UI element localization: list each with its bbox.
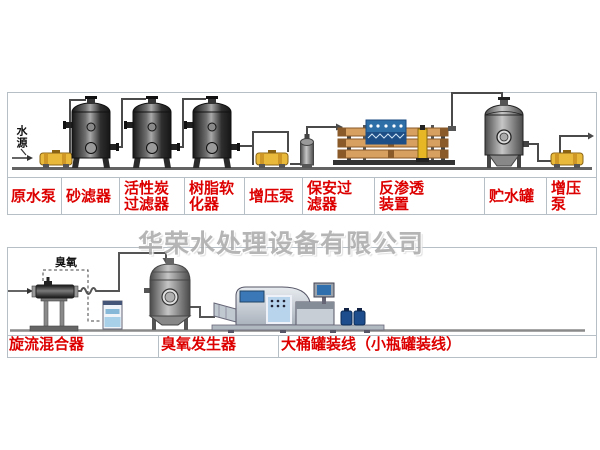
bottom-label-table: 旋流混合器 臭氧发生器 大桶罐装线（小瓶罐装线） bbox=[7, 335, 597, 358]
inlet-arrow-bottom bbox=[8, 288, 33, 294]
ozone-dashed-line bbox=[42, 269, 102, 322]
ozone-label: 臭氧 bbox=[55, 257, 77, 269]
label-cell-cyclone-mixer: 旋流混合器 bbox=[7, 336, 159, 358]
label-cell-security-filter: 保安过 滤器 bbox=[303, 178, 375, 215]
label-activated-carbon-filter: 活性炭 过滤器 bbox=[124, 179, 170, 213]
raw-water-pump bbox=[39, 149, 73, 169]
ro-dosing-column bbox=[416, 125, 429, 162]
ro-unit bbox=[333, 119, 456, 165]
booster-pump-2 bbox=[550, 149, 584, 169]
label-cell-sand-filter: 砂滤器 bbox=[62, 178, 120, 215]
company-watermark: 华荣水处理设备有限公司 bbox=[138, 230, 425, 258]
label-cell-filling-line: 大桶罐装线（小瓶罐装线） bbox=[279, 336, 597, 358]
ozone-generator-tank bbox=[144, 258, 192, 330]
water-storage-tank bbox=[484, 97, 529, 168]
top-label-table: 原水泵 砂滤器 活性炭 过滤器 树脂软 化器 增压泵 保安过 滤器 反渗透 装置… bbox=[7, 177, 597, 215]
label-cyclone-mixer: 旋流混合器 bbox=[9, 336, 85, 353]
booster-pump-1 bbox=[255, 149, 289, 169]
label-cell-booster-pump-1: 增压泵 bbox=[245, 178, 303, 215]
label-water-storage-tank: 贮水罐 bbox=[489, 187, 535, 205]
label-ozone-generator: 臭氧发生器 bbox=[161, 336, 237, 353]
resin-softener-tank bbox=[183, 95, 241, 169]
label-cell-booster-pump-2: 增压 泵 bbox=[547, 178, 597, 215]
label-cell-ro-unit: 反渗透 装置 bbox=[375, 178, 485, 215]
label-cell-raw-water-pump: 原水泵 bbox=[7, 178, 62, 215]
label-booster-pump-1: 增压泵 bbox=[249, 187, 295, 205]
label-raw-water-pump: 原水泵 bbox=[11, 187, 57, 205]
label-cell-water-storage-tank: 贮水罐 bbox=[485, 178, 547, 215]
ozone-dosing-device bbox=[102, 300, 123, 330]
machine-door bbox=[266, 295, 292, 324]
filling-machine bbox=[211, 282, 385, 333]
source-arrow bbox=[12, 148, 33, 161]
label-booster-pump-2: 增压 泵 bbox=[551, 179, 582, 213]
cyclone-mixer bbox=[29, 277, 79, 332]
security-filter bbox=[300, 134, 314, 168]
machine-monitor bbox=[313, 282, 335, 304]
label-resin-softener: 树脂软 化器 bbox=[189, 179, 235, 213]
carbon-filter-tank bbox=[123, 95, 181, 169]
label-cell-ozone-generator: 臭氧发生器 bbox=[159, 336, 279, 358]
label-cell-resin-softener: 树脂软 化器 bbox=[185, 178, 245, 215]
label-security-filter: 保安过 滤器 bbox=[307, 179, 353, 213]
water-source-label: 水源 bbox=[15, 125, 27, 149]
label-ro-unit: 反渗透 装置 bbox=[379, 179, 425, 213]
label-cell-activated-carbon-filter: 活性炭 过滤器 bbox=[120, 178, 185, 215]
pipes-bottom bbox=[78, 252, 215, 318]
label-filling-line: 大桶罐装线（小瓶罐装线） bbox=[281, 336, 462, 353]
ro-control-panel bbox=[365, 119, 407, 145]
label-sand-filter: 砂滤器 bbox=[66, 187, 112, 205]
bottles bbox=[340, 308, 366, 326]
